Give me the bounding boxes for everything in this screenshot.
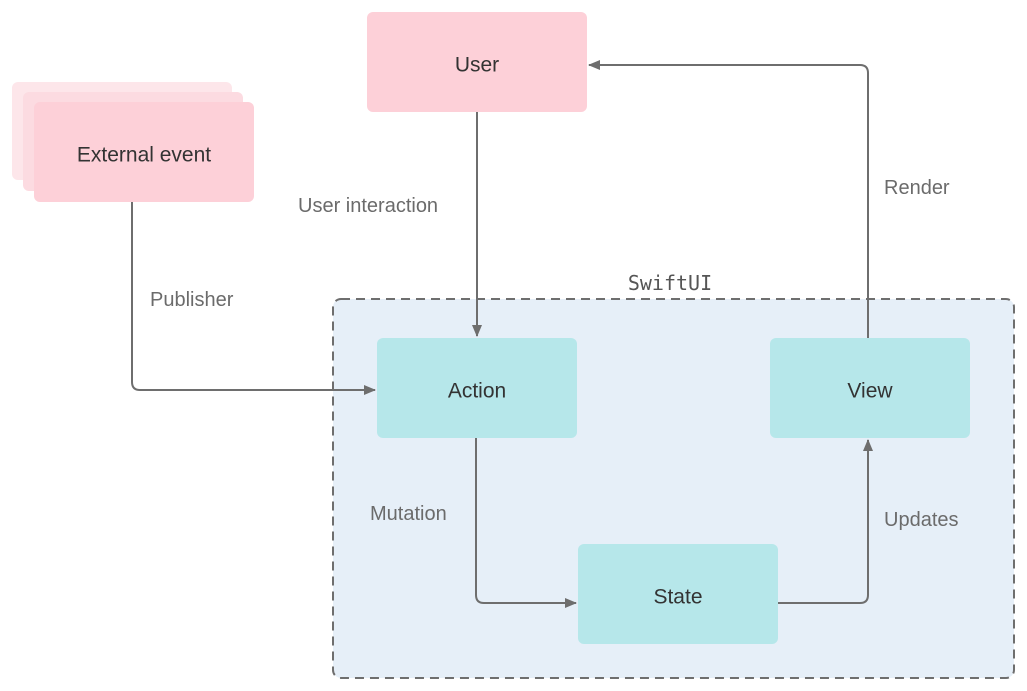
action-label: Action	[448, 380, 506, 403]
action-box	[377, 338, 577, 438]
external-event-node	[34, 102, 254, 202]
action-node: Action	[377, 338, 577, 438]
user-label: User	[455, 54, 499, 77]
swiftui-container-label: SwiftUI	[628, 271, 712, 295]
publisher-arrow	[131, 202, 376, 395]
updates-arrow	[778, 439, 873, 604]
updates-label: Updates	[884, 509, 959, 531]
state-label: State	[653, 586, 702, 609]
state-box	[578, 544, 778, 644]
view-box	[770, 338, 970, 438]
mutation-label: Mutation	[370, 503, 447, 525]
view-label: View	[847, 380, 893, 403]
external-event-label: External event	[77, 144, 211, 167]
render-arrow	[588, 60, 869, 338]
user-node: User	[367, 12, 587, 112]
state-node: State	[578, 544, 778, 644]
user-interaction-label: User interaction	[298, 195, 438, 217]
render-label: Render	[884, 177, 950, 199]
user-box	[367, 12, 587, 112]
external-event-stack: External event	[12, 82, 254, 202]
mutation-arrow	[475, 438, 577, 608]
view-node: View	[770, 338, 970, 438]
publisher-label: Publisher	[150, 289, 234, 311]
